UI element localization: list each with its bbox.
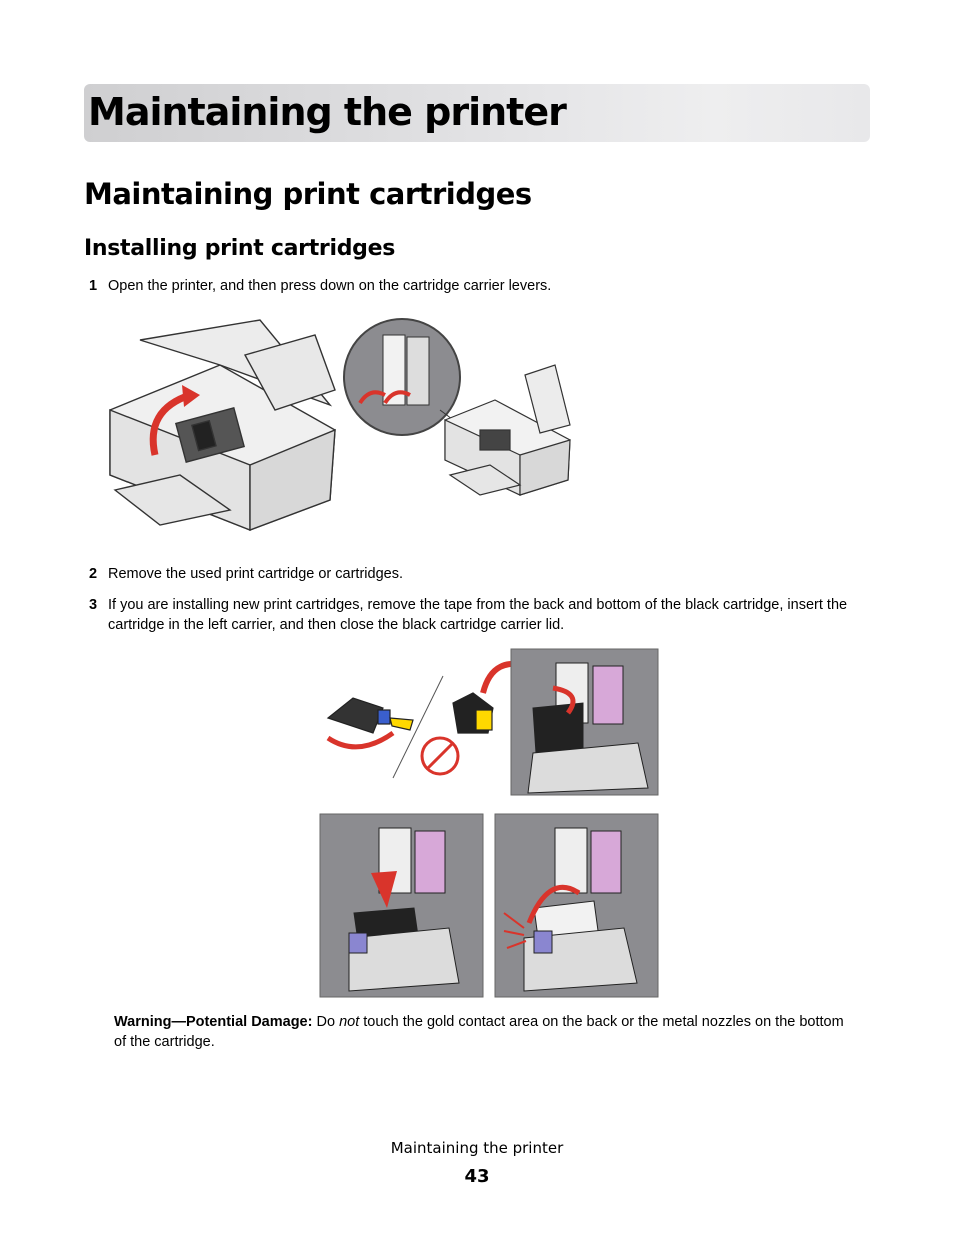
carrier-icon — [527, 662, 649, 794]
warning-text-before: Do — [312, 1014, 340, 1030]
section-title: Maintaining print cartridges — [84, 177, 532, 211]
cartridge-tape-removal-illustration — [326, 648, 659, 796]
carrier-close-icon — [503, 827, 638, 992]
step-3: 3 If you are installing new print cartri… — [84, 595, 874, 635]
step-1: 1 Open the printer, and then press down … — [84, 276, 874, 296]
warning-note: Warning—Potential Damage: Do not touch t… — [114, 1012, 859, 1052]
cartridge-insert-illustration — [319, 813, 659, 998]
printer-open-illustration — [109, 318, 571, 532]
page-number: 43 — [464, 1166, 490, 1187]
step-text: If you are installing new print cartridg… — [108, 597, 848, 633]
step-text: Open the printer, and then press down on… — [108, 278, 552, 294]
subsection-title: Installing print cartridges — [84, 236, 396, 261]
step-number: 3 — [89, 597, 98, 613]
step-number: 2 — [89, 566, 98, 582]
warning-text-after: touch the gold contact area on the back … — [114, 1014, 844, 1050]
step-text: Remove the used print cartridge or cartr… — [108, 566, 403, 582]
printer-small-icon — [444, 364, 571, 496]
cartridge-warning-icon — [420, 692, 494, 776]
warning-label: Warning—Potential Damage: — [114, 1014, 313, 1030]
step-2: 2 Remove the used print cartridge or car… — [84, 564, 874, 584]
zoom-circle-icon — [343, 318, 461, 436]
warning-emphasis: not — [339, 1014, 360, 1030]
carrier-insert-icon — [348, 827, 460, 992]
footer-chapter-title: Maintaining the printer — [390, 1139, 564, 1157]
step-number: 1 — [89, 278, 98, 294]
printer-large-icon — [109, 319, 336, 532]
chapter-banner — [84, 84, 870, 142]
chapter-title: Maintaining the printer — [88, 90, 567, 134]
cartridge-tape-icon — [326, 697, 414, 750]
